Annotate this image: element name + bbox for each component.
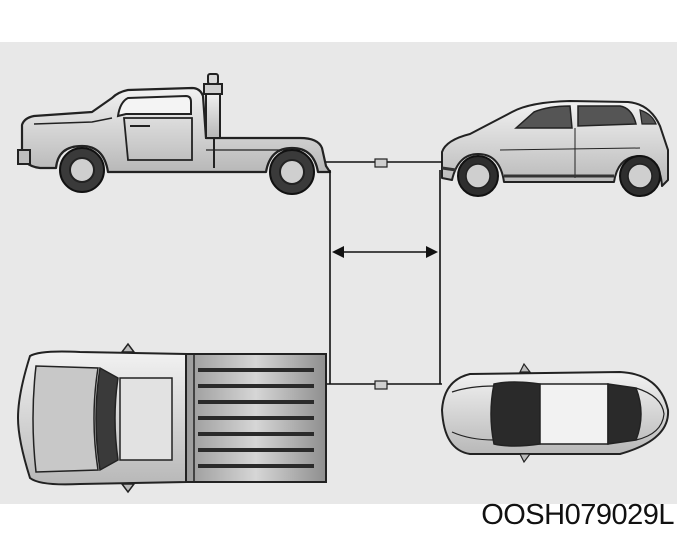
tow-hook-top [374,158,388,168]
towed-car-top-view [440,362,670,464]
tow-hook-bottom [374,380,388,390]
figure-code-label: OOSH079029L [481,499,674,531]
tow-truck-side-view [17,73,332,195]
towed-suv-side-view [441,100,669,197]
tow-distance-arrow [332,246,438,258]
tow-truck-top-view [16,342,327,494]
